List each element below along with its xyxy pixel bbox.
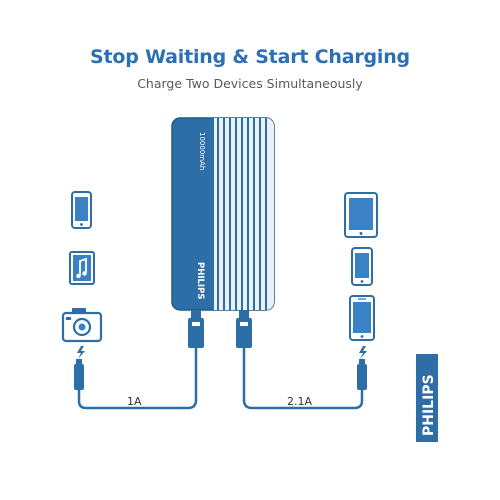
page-headline: Stop Waiting & Start Charging bbox=[90, 46, 410, 68]
phone-icon bbox=[71, 191, 92, 229]
left-usb-plug bbox=[188, 310, 204, 348]
lightning-icon bbox=[77, 346, 85, 359]
right-output-label: 2.1A bbox=[287, 395, 312, 408]
right-usb-plug bbox=[236, 310, 252, 348]
smartphone-icon bbox=[349, 295, 375, 341]
camera-icon bbox=[61, 308, 103, 343]
music-player-icon bbox=[69, 251, 95, 285]
left-micro-usb-plug bbox=[74, 359, 84, 390]
power-bank-ridges bbox=[214, 118, 274, 310]
power-bank: 10000mAh PHILIPS bbox=[171, 117, 275, 311]
power-bank-brand: PHILIPS bbox=[195, 262, 205, 299]
left-cable bbox=[77, 345, 198, 410]
brand-badge-label: PHILIPS bbox=[421, 374, 437, 436]
right-cable bbox=[242, 345, 364, 410]
right-micro-usb-plug bbox=[357, 359, 367, 390]
brand-badge: PHILIPS bbox=[416, 354, 438, 442]
phone-icon bbox=[351, 247, 373, 286]
left-output-label: 1A bbox=[127, 395, 142, 408]
lightning-icon bbox=[359, 346, 367, 359]
power-bank-capacity: 10000mAh bbox=[198, 132, 206, 170]
page-subheadline: Charge Two Devices Simultaneously bbox=[137, 76, 363, 91]
tablet-icon bbox=[344, 192, 378, 238]
